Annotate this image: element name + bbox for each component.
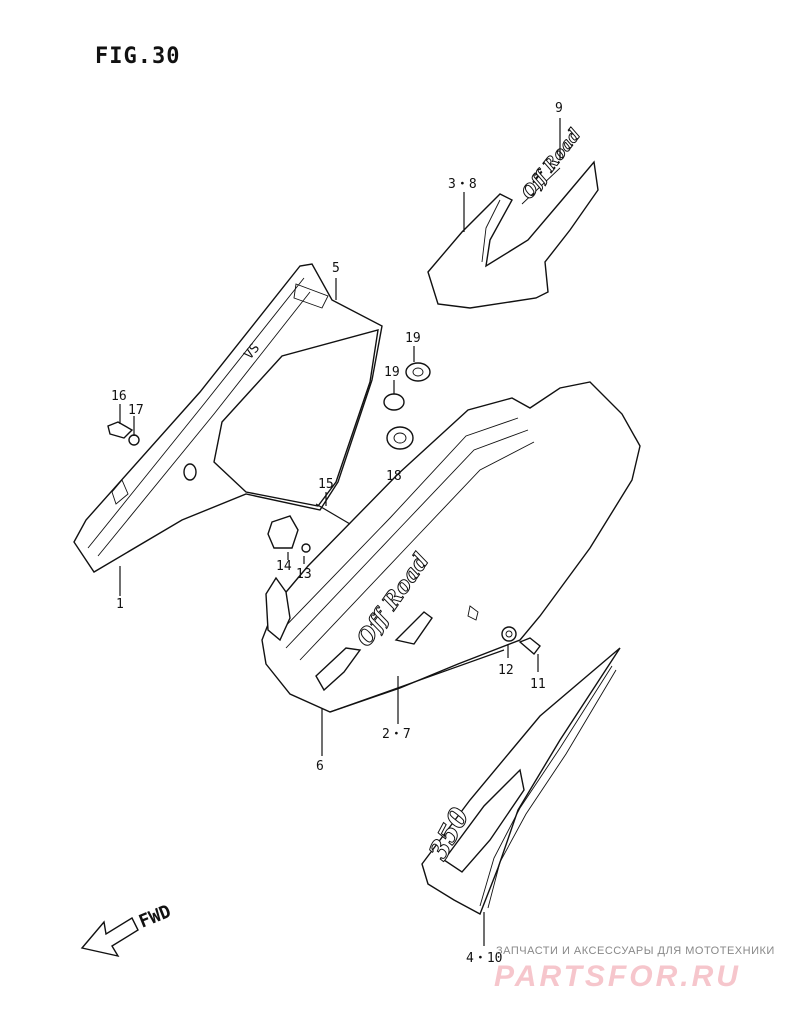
grommet-19-upper xyxy=(405,362,431,382)
callout-12: 12 xyxy=(498,663,514,678)
callout-labels: 9 3・8 5 19 19 18 16 17 15 14 13 1 12 11 … xyxy=(111,101,563,966)
callout-11: 11 xyxy=(530,677,546,692)
washer-13 xyxy=(301,543,311,553)
main-side-cover-part: Off Road xyxy=(261,381,641,713)
watermark-brand: PARTSFOR.RU xyxy=(494,960,741,993)
callout-19-upper: 19 xyxy=(405,331,421,346)
callout-5: 5 xyxy=(332,261,340,276)
grommet-19-lower xyxy=(383,393,405,411)
callout-19-lower: 19 xyxy=(384,365,400,380)
callout-14: 14 xyxy=(276,559,292,574)
watermark: ЗАПЧАСТИ И АКСЕССУАРЫ ДЛЯ МОТОТЕХНИКИ PA… xyxy=(494,945,775,993)
callout-15: 15 xyxy=(318,477,334,492)
callout-2-7: 2・7 xyxy=(382,727,411,742)
washer-17 xyxy=(128,434,140,446)
grommet-18 xyxy=(386,426,414,450)
hardware-items xyxy=(107,362,541,656)
leader-lines xyxy=(119,118,561,946)
stud-15 xyxy=(315,503,351,525)
callout-16: 16 xyxy=(111,389,127,404)
fwd-arrow-icon xyxy=(80,917,139,958)
bolt-16 xyxy=(107,421,134,439)
callout-3-8: 3・8 xyxy=(448,177,477,192)
callout-18: 18 xyxy=(386,469,402,484)
washer-12 xyxy=(501,626,517,642)
callout-6: 6 xyxy=(316,759,324,774)
screw-11 xyxy=(518,637,541,656)
callout-13: 13 xyxy=(296,567,312,582)
callout-1: 1 xyxy=(116,597,124,612)
watermark-caption: ЗАПЧАСТИ И АКСЕССУАРЫ ДЛЯ МОТОТЕХНИКИ xyxy=(496,945,775,957)
fwd-indicator: FWD xyxy=(80,901,174,958)
fwd-label: FWD xyxy=(136,901,174,933)
callout-4-10: 4・10 xyxy=(466,951,502,966)
fin-decal-part: 350 xyxy=(421,647,621,915)
left-side-cover-part: VS xyxy=(73,263,383,573)
callout-17: 17 xyxy=(128,403,144,418)
figure-title: FIG.30 xyxy=(95,44,180,69)
decal-panel-part: Off Road xyxy=(427,125,599,309)
callout-9: 9 xyxy=(555,101,563,116)
clip-14 xyxy=(267,515,299,549)
